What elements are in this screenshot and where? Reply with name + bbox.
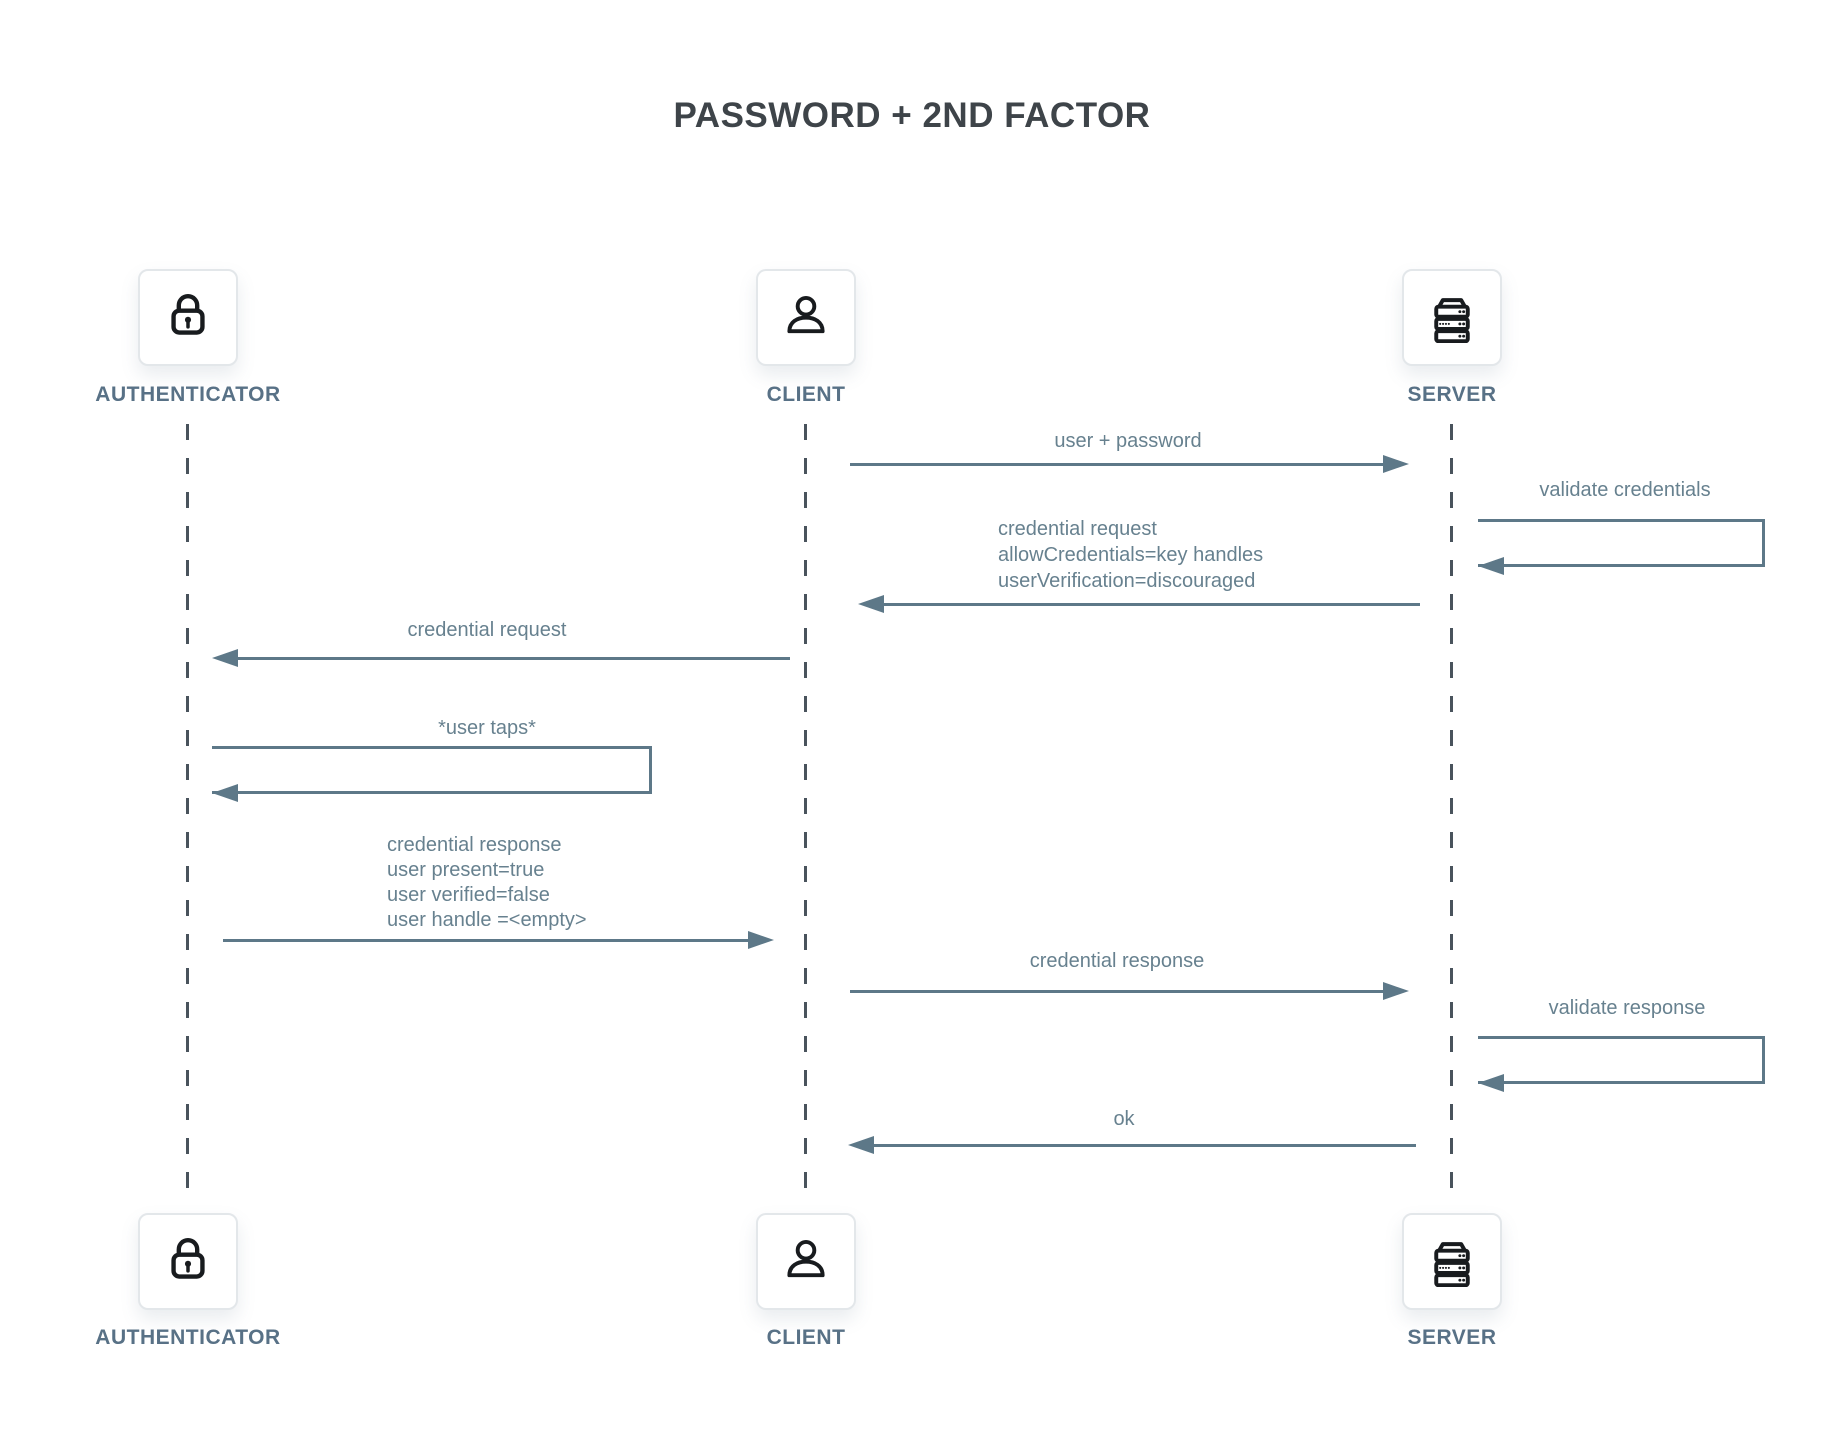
actor-label-authenticator-bottom: AUTHENTICATOR: [95, 1326, 281, 1349]
arrow-head: [212, 784, 238, 802]
actor-card: [138, 1213, 238, 1310]
lock-icon: [160, 1231, 216, 1292]
actor-authenticator-bottom: [138, 1213, 238, 1310]
arrow-head: [1383, 982, 1409, 1000]
actor-server-top: [1402, 269, 1502, 366]
message-line: credential request: [998, 518, 1157, 540]
arrow-line: [238, 657, 790, 660]
arrow-line: [223, 939, 748, 942]
arrow-line: [874, 1144, 1416, 1147]
arrow-head: [1478, 1074, 1504, 1092]
actor-server-bottom: [1402, 1213, 1502, 1310]
message-label: credential request: [407, 619, 567, 641]
actor-label-authenticator-top: AUTHENTICATOR: [95, 383, 281, 406]
person-icon: [778, 287, 834, 348]
lock-icon: [160, 287, 216, 348]
lifeline-server: [1450, 424, 1453, 1206]
person-icon: [778, 1231, 834, 1292]
message-label: credential response: [1029, 950, 1205, 972]
actor-card: [1402, 269, 1502, 366]
lifeline-authenticator: [186, 424, 189, 1206]
message-label: *user taps*: [438, 717, 536, 739]
actor-label-server-top: SERVER: [1407, 383, 1497, 406]
arrow-line: [850, 990, 1383, 993]
actor-label-server-bottom: SERVER: [1407, 1326, 1497, 1349]
arrow-head: [1478, 557, 1504, 575]
actor-card: [1402, 1213, 1502, 1310]
message-label: validate response: [1548, 997, 1706, 1019]
server-icon: [1424, 1231, 1480, 1292]
self-loop: [1478, 1036, 1765, 1084]
actor-client-bottom: [756, 1213, 856, 1310]
self-loop: [212, 746, 652, 794]
lifeline-client: [804, 424, 807, 1206]
arrow-head: [858, 595, 884, 613]
self-loop: [1478, 519, 1765, 567]
message-line: user verified=false: [387, 884, 550, 906]
message-label-block: credential request allowCredentials=key …: [998, 516, 1263, 594]
arrow-line: [884, 603, 1420, 606]
actor-authenticator-top: [138, 269, 238, 366]
message-line: allowCredentials=key handles: [998, 544, 1264, 566]
message-label: user + password: [1054, 430, 1202, 452]
actor-card: [756, 1213, 856, 1310]
message-line: user handle =<empty>: [387, 909, 587, 931]
actor-card: [756, 269, 856, 366]
diagram-title: PASSWORD + 2ND FACTOR: [673, 96, 1151, 135]
message-label-block: credential response user present=true us…: [387, 833, 587, 933]
arrow-head: [848, 1136, 874, 1154]
arrow-head: [1383, 455, 1409, 473]
message-line: user present=true: [387, 859, 545, 881]
actor-client-top: [756, 269, 856, 366]
message-label: ok: [1113, 1108, 1135, 1130]
arrow-head: [212, 649, 238, 667]
server-icon: [1424, 287, 1480, 348]
message-line: userVerification=discouraged: [998, 570, 1256, 592]
actor-card: [138, 269, 238, 366]
actor-label-client-top: CLIENT: [766, 383, 846, 406]
actor-label-client-bottom: CLIENT: [766, 1326, 846, 1349]
arrow-head: [748, 931, 774, 949]
message-label: validate credentials: [1539, 479, 1711, 501]
message-line: credential response: [387, 834, 562, 856]
arrow-line: [850, 463, 1383, 466]
